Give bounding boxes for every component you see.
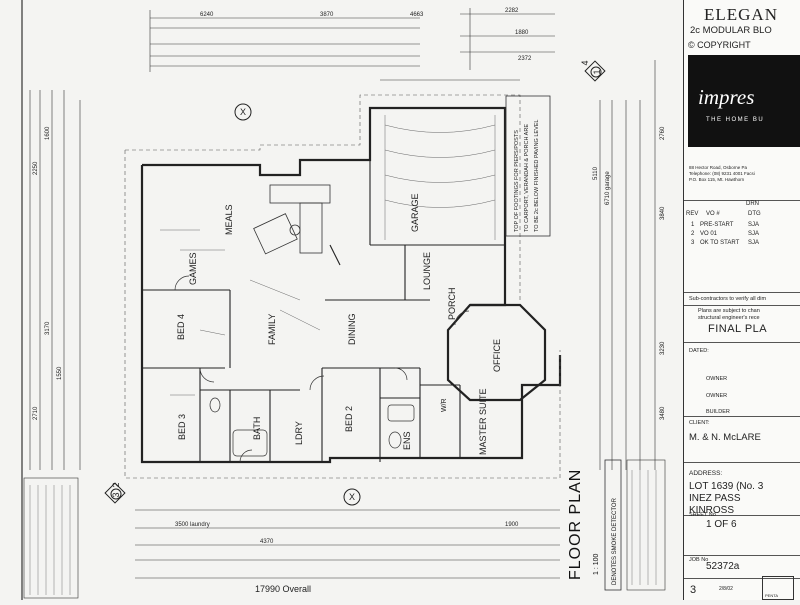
dim-top-3: 4663 xyxy=(410,12,424,18)
dim-bottom-1: 3500 laundry xyxy=(175,522,210,528)
dim-bottom-3: 1900 xyxy=(505,522,519,528)
room-games: GAMES xyxy=(188,252,198,285)
dim-top-6: 2372 xyxy=(518,56,532,62)
dim-left-2: 1600 xyxy=(45,126,51,140)
dtg-header: DTG xyxy=(748,211,761,217)
dim-left-1: 2250 xyxy=(33,161,39,175)
logo-subtext: THE HOME BU xyxy=(706,117,765,123)
address-value: INEZ PASS xyxy=(689,493,741,504)
brand-subtitle: 2c MODULAR BLO xyxy=(690,25,772,36)
marker-2: 2 xyxy=(111,482,121,487)
room-dining: DINING xyxy=(347,314,357,346)
client-name: M. & N. McLARE xyxy=(689,432,761,443)
sheet-label: SHEET No xyxy=(689,512,716,518)
footing-note-3: TO BE 2c BELOW FINISHED PAVING LEVEL xyxy=(534,120,540,232)
address-line: 88 Hector Road, Osborne Pa xyxy=(689,165,748,170)
smoke-detector-note: DENOTES SMOKE DETECTOR xyxy=(612,497,618,585)
plan-scale: 1 : 100 xyxy=(593,553,600,575)
footing-note-1: TOP OF FOOTINGS FOR PIERS/POSTS xyxy=(514,130,520,232)
plan-title: FLOOR PLAN xyxy=(567,469,584,580)
brand-name: ELEGAN xyxy=(704,5,778,24)
plans-note: Plans are subject to chan xyxy=(698,308,760,314)
revision-row: 1 PRE-START SJA xyxy=(691,222,760,228)
revision-row: 2 VO 01 SJA xyxy=(691,231,760,237)
owner-label: OWNER xyxy=(706,376,728,382)
dim-left-3: 3170 xyxy=(45,321,51,335)
final-plan-label: FINAL PLA xyxy=(708,323,768,335)
logo-text: impres xyxy=(698,85,755,109)
page-number: 3 xyxy=(690,584,697,596)
owner-label: OWNER xyxy=(706,393,728,399)
marker-1: 1 xyxy=(592,69,602,74)
rev-header: REV xyxy=(686,211,699,217)
footing-note-2: TO CARPORT, VERANDAH & PORCH ARE xyxy=(524,124,530,232)
subcontractors-note: Sub-contractors to verify all dim xyxy=(689,296,767,302)
room-master-suite: MASTER SUITE xyxy=(478,388,488,455)
room-porch: PORCH xyxy=(447,287,457,320)
dim-top-1: 6240 xyxy=(200,12,214,18)
client-label: CLIENT: xyxy=(689,420,710,426)
marker-4: 4 xyxy=(580,60,590,65)
room-bath: BATH xyxy=(252,417,262,440)
drn-label: DRN xyxy=(746,201,759,207)
vo-header: VO # xyxy=(706,211,720,217)
overall-dimension: 17990 Overall xyxy=(255,584,311,594)
title-block: ELEGAN 2c MODULAR BLO © COPYRIGHT impres… xyxy=(683,0,800,600)
dim-top-2: 3870 xyxy=(320,12,334,18)
issue-date: 2/8/02 xyxy=(719,586,733,592)
floor-plan-drawing: MEALS GAMES FAMILY BED 4 BED 3 BED 2 DIN… xyxy=(21,0,666,600)
marker-3: 3 xyxy=(111,492,121,497)
dim-right-2: 5110 xyxy=(593,166,599,180)
room-wir: W/R xyxy=(441,398,448,412)
dim-right-1: 6710 garage xyxy=(605,171,611,205)
room-bed3: BED 3 xyxy=(177,414,187,440)
room-family: FAMILY xyxy=(267,314,277,345)
room-office: OFFICE xyxy=(492,339,502,372)
sheet-number: 1 OF 6 xyxy=(706,519,737,530)
dim-top-5: 1880 xyxy=(515,30,529,36)
room-meals: MEALS xyxy=(224,204,234,235)
company-address: 88 Hector Road, Osborne Pa Telephone: (0… xyxy=(689,165,799,183)
dim-left-5: 2710 xyxy=(33,406,39,420)
job-label: JOB No xyxy=(689,557,709,563)
dim-right-6: 3480 xyxy=(660,406,666,420)
dim-right-3: 3840 xyxy=(660,206,666,220)
dim-right-5: 3230 xyxy=(660,341,666,355)
marker-x-top: X xyxy=(240,107,246,117)
dim-right-4: 2760 xyxy=(660,126,666,140)
room-bed2: BED 2 xyxy=(344,406,354,432)
dim-left-4: 1550 xyxy=(57,366,63,380)
dated-label: DATED: xyxy=(689,348,709,354)
room-bed4: BED 4 xyxy=(176,314,186,340)
dim-bottom-2: 4370 xyxy=(260,539,274,545)
address-line: P.O. Box 115, Mt. Hawthorn xyxy=(689,177,745,182)
room-ldry: LDRY xyxy=(294,421,304,445)
address-line: Telephone: (08) 9231 4001 Facsi xyxy=(689,171,755,176)
address-value: KINROSS xyxy=(689,505,735,516)
marker-x-bottom: X xyxy=(349,492,355,502)
plans-note: structural engineer's rece xyxy=(698,315,760,321)
room-lounge: LOUNGE xyxy=(422,252,432,290)
builder-label: BUILDER xyxy=(706,409,730,415)
revision-row: 3 OK TO START SJA xyxy=(691,240,760,246)
footer-logo: PENTA xyxy=(762,576,794,600)
room-garage: GARAGE xyxy=(410,193,420,232)
address-value: LOT 1639 (No. 3 xyxy=(689,481,764,492)
copyright: © COPYRIGHT xyxy=(688,40,751,50)
job-number: 52372a xyxy=(706,561,740,572)
dim-top-4: 2282 xyxy=(505,8,519,14)
address-label: ADDRESS: xyxy=(689,470,723,477)
company-logo: impres THE HOME BU xyxy=(688,55,800,147)
room-ens: ENS xyxy=(402,431,412,450)
